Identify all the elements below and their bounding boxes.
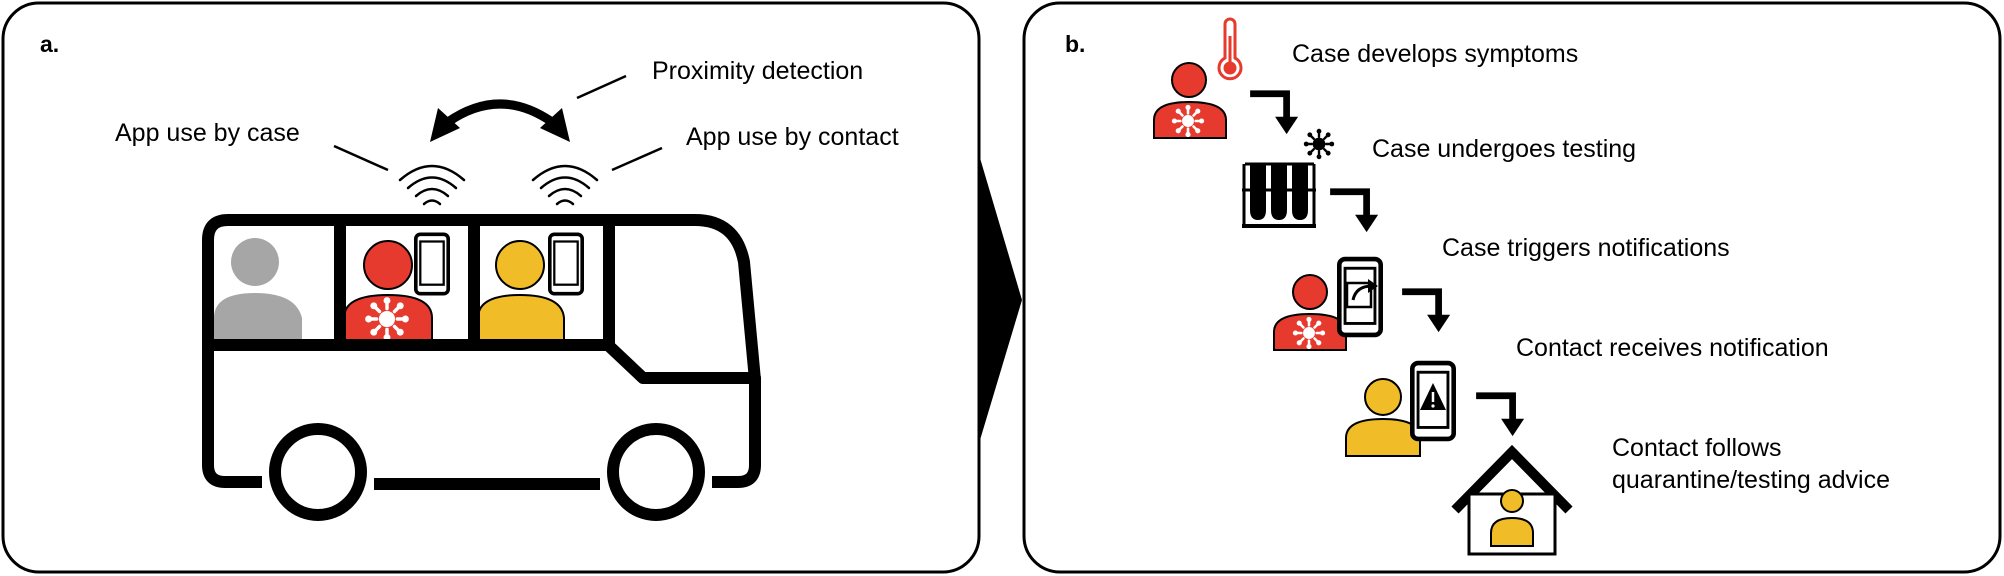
panel-a-frame [1,1,981,574]
panel-a: a. Proximity detection App use by case A… [1,1,981,574]
step-case-triggers-notifications: Case triggers notifications [1273,234,1730,351]
double-arrow-icon [430,99,570,142]
step-case-undergoes-testing: Case undergoes testing [1242,128,1636,228]
virus-icon [364,296,410,342]
panel-a-letter: a. [40,31,59,57]
virus-icon [1171,104,1205,138]
step-contact-receives-notification: Contact receives notification [1345,334,1829,457]
case-person-icon [1153,62,1227,139]
virus-icon [1303,128,1335,160]
panel-transition-arrow-icon [980,158,1022,440]
phone-icon [414,232,450,296]
bystander-person-icon [214,238,302,342]
label-app-use-by-case: App use by case [115,119,300,147]
step-label: Case develops symptoms [1292,40,1578,68]
leader-lines [333,74,663,172]
warning-phone-icon [1412,363,1453,439]
panel-b-letter: b. [1065,31,1085,57]
case-person-icon [343,240,433,343]
step-case-develops-symptoms: Case develops symptoms [1153,17,1578,139]
house-icon [1451,444,1573,556]
step-label: quarantine/testing advice [1612,466,1890,494]
panel-b-frame [1022,1,2002,574]
phone-icon [548,232,584,296]
virus-icon [1292,316,1326,350]
panel-b: b. Case develops symptoms [1022,1,2002,574]
step-label: Case triggers notifications [1442,234,1730,262]
thermometer-icon [1217,17,1243,81]
step-label: Case undergoes testing [1372,135,1636,163]
test-tubes-icon [1242,162,1316,228]
step-label: Contact follows [1612,434,1782,462]
bus-icon [202,214,761,521]
label-proximity-detection: Proximity detection [652,57,863,85]
label-app-use-by-contact: App use by contact [686,123,899,151]
contact-person-icon [477,240,565,343]
step-contact-follows-advice: Contact follows quarantine/testing advic… [1451,434,1890,556]
share-phone-icon [1339,259,1380,335]
case-person-icon [1273,274,1347,351]
step-label: Contact receives notification [1516,334,1829,362]
